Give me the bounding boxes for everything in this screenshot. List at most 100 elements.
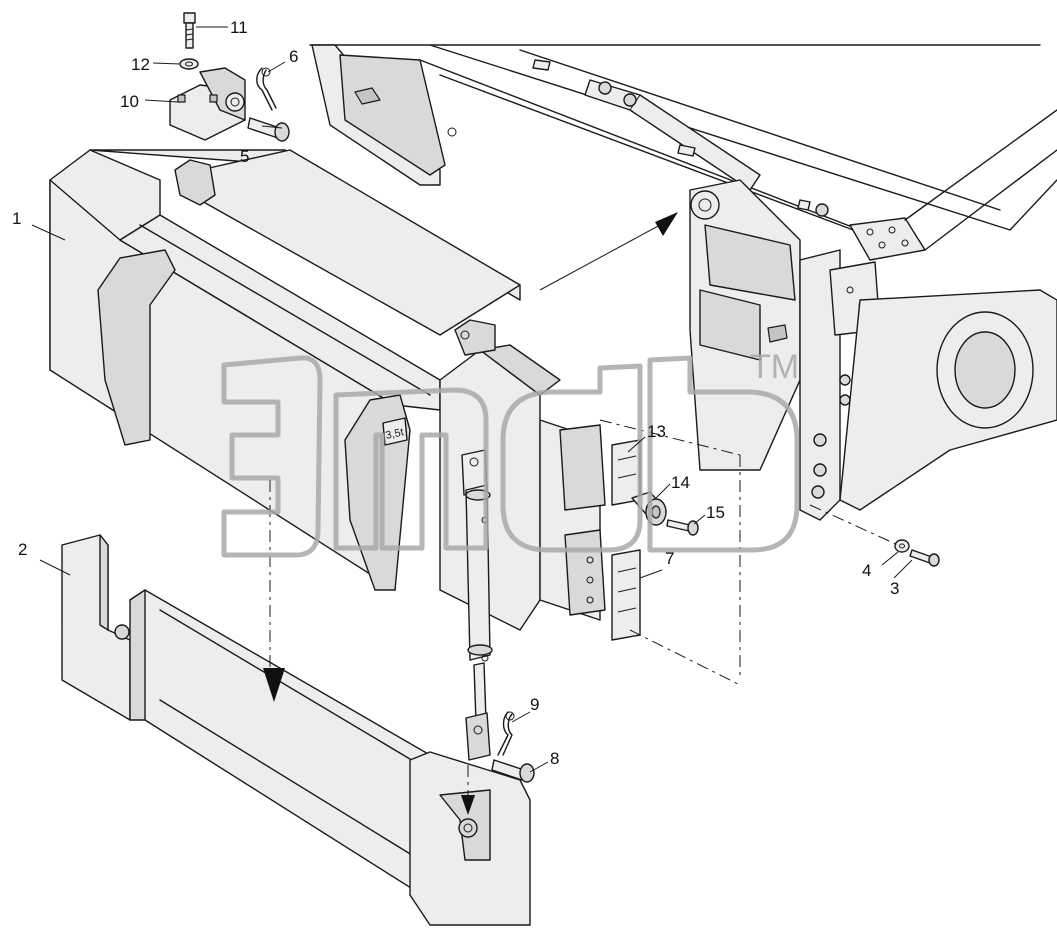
- cylinder-bottom-hole: [473, 725, 483, 735]
- bracket-10-slot-b: [209, 94, 218, 103]
- frame-left-hole: [447, 127, 457, 137]
- callout-3: 3: [890, 579, 899, 598]
- arrow-down-cylinder: [461, 795, 475, 815]
- part-12-washer: [179, 58, 199, 70]
- watermark-glyph-2: [333, 387, 489, 551]
- frame-ram-eye-c: [815, 203, 829, 217]
- frame-left-slot: [354, 87, 381, 105]
- clamp-hole-c: [586, 596, 594, 604]
- leader-5: [261, 125, 283, 129]
- part-11-bolt: [183, 12, 196, 49]
- arrow-down-lower-weight: [263, 668, 285, 702]
- leader-10: [144, 99, 179, 103]
- clamp-hole-b: [586, 576, 594, 584]
- side-plate-hole-d: [839, 374, 851, 386]
- assembly-arrow-right: [539, 212, 678, 291]
- bolt-15-head: [687, 520, 699, 536]
- callout-9: 9: [530, 695, 539, 714]
- part-10-bracket: [169, 67, 246, 141]
- leader-9: [511, 711, 531, 723]
- cylinder-bottom-cap: [467, 644, 493, 656]
- arm-lower: [924, 149, 1057, 251]
- side-plate-hole-e: [839, 394, 851, 406]
- frame-rail-mid: [519, 49, 1001, 211]
- part-2-lower-weight: [61, 534, 531, 926]
- lower-left-pivot: [114, 624, 130, 640]
- callout-8: 8: [550, 749, 559, 768]
- pin-5-head: [274, 122, 290, 142]
- hinge-bolt-c: [878, 241, 886, 249]
- watermark-glyph-4: [647, 355, 800, 553]
- bracket-10-hole: [230, 97, 240, 107]
- washer-4-outer: [894, 539, 910, 553]
- frame-rail-lower: [419, 59, 861, 231]
- shim-7-plate: [611, 549, 641, 641]
- weight-pivot-lug-right-hole: [460, 330, 470, 340]
- pin-8-head: [519, 763, 535, 783]
- weight-right-clamp: [564, 529, 606, 616]
- part-5-pin: [247, 117, 290, 142]
- bolt-11-head: [183, 12, 196, 24]
- watermark-glyph-1: [221, 355, 323, 558]
- washer-12-bore: [185, 61, 193, 67]
- cylinder-top-hole: [469, 457, 479, 467]
- cylinder-bottom-clevis: [465, 712, 491, 761]
- carrier-top-plate: [704, 224, 796, 301]
- weight-right-block-top: [479, 344, 561, 396]
- split-pin-6-leg-b: [262, 69, 277, 109]
- leader-4: [881, 551, 899, 566]
- centerline-shim-7: [629, 629, 741, 686]
- leader-lines: [31, 26, 913, 773]
- rail-tab-c: [797, 199, 811, 211]
- leader-3: [893, 559, 913, 579]
- side-plate-hole-a: [813, 433, 827, 447]
- watermark-glyph-3: [500, 363, 643, 553]
- lower-body-line-b: [159, 699, 421, 861]
- side-plate-hole-b: [813, 463, 827, 477]
- part-6-split-pin: [256, 67, 277, 111]
- hinge-bolt-a: [866, 228, 874, 236]
- rail-tab-a: [532, 59, 551, 71]
- watermark-logo: TM: [221, 348, 800, 558]
- split-pin-6-eye: [261, 67, 271, 77]
- part-4-washer: [894, 539, 910, 553]
- arm-upper: [904, 109, 1057, 221]
- frame-left-plate: [339, 54, 446, 176]
- leader-12: [152, 62, 181, 65]
- part-7-shim: [611, 549, 641, 641]
- callout-6: 6: [289, 47, 298, 66]
- part-1-main-weight: 3,5t: [49, 149, 606, 631]
- bushing-14-bore: [651, 505, 661, 519]
- callout-15: 15: [706, 503, 725, 522]
- lower-body-end: [129, 589, 146, 721]
- lower-body-line-a: [159, 609, 421, 766]
- rail-tab-b: [677, 144, 696, 157]
- weight-pivot-lug: [174, 159, 216, 206]
- weight-rating-label: 3,5t: [384, 426, 404, 442]
- hinge-plate-upper: [849, 217, 926, 261]
- bolt-3-head: [928, 553, 940, 567]
- callout-10: 10: [120, 92, 139, 111]
- callout-12: 12: [131, 55, 150, 74]
- assembly-arrows-down: [263, 668, 475, 815]
- part-9-split-pin: [497, 711, 515, 756]
- carrier-inner-plate: [699, 289, 761, 361]
- hinge-bolt-e: [846, 286, 854, 294]
- leader-13: [627, 436, 646, 453]
- leader-15: [693, 514, 706, 525]
- weight-pivot-lug-right: [454, 319, 496, 356]
- leader-14: [655, 483, 671, 499]
- part-8-pin: [491, 759, 535, 783]
- bolt-11-shank: [185, 22, 194, 49]
- shim-7-slots: [617, 567, 637, 613]
- weight-bevel-line: [139, 224, 431, 396]
- part-3-bolt: [909, 549, 940, 567]
- side-plate: [799, 249, 841, 521]
- lower-left-upright-side: [99, 534, 109, 631]
- callout-14: 14: [671, 473, 690, 492]
- leader-2: [39, 559, 71, 576]
- machine-frame: [309, 44, 1057, 521]
- bracket-10-slot-a: [177, 94, 186, 103]
